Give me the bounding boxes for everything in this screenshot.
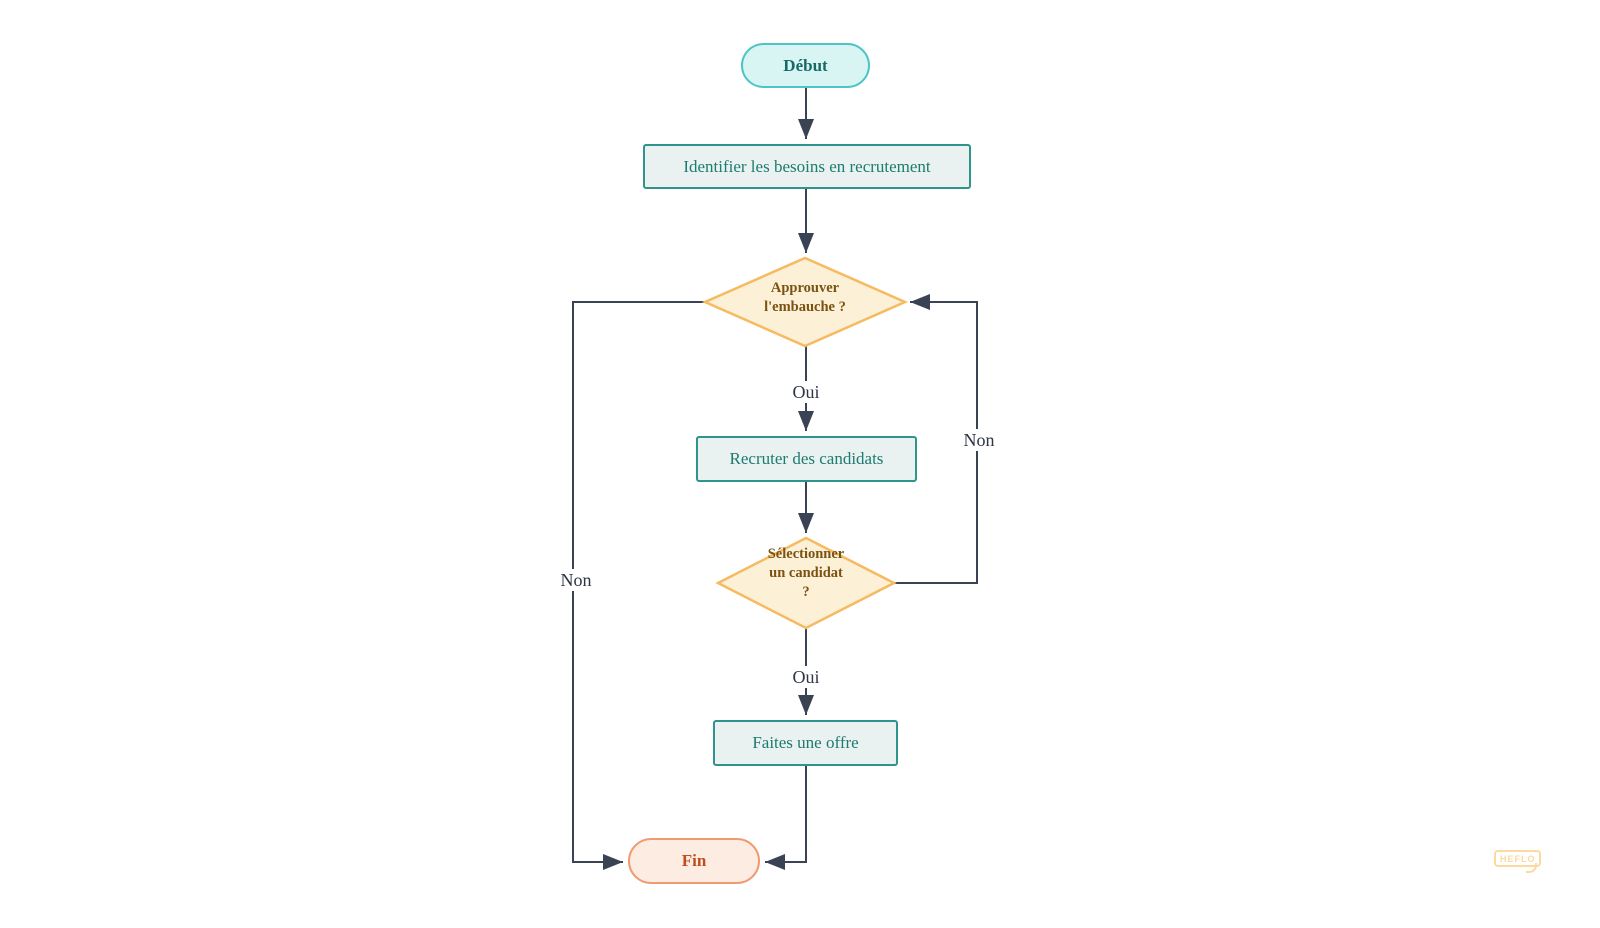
edge-label-select-no: Non [957, 429, 1001, 451]
node-end-label: Fin [681, 851, 707, 870]
heflo-watermark-logo[interactable]: HEFLO [1494, 850, 1541, 873]
node-start-label: Début [783, 55, 828, 75]
node-identify-needs-label: Identifier les besoins en recrutement [683, 156, 931, 176]
decision-select-candidate-line3: ? [802, 584, 810, 600]
decision-approve-hire-line2: l'embauche ? [764, 299, 846, 315]
node-make-offer: Faites une offre [713, 720, 898, 766]
edge-label-approve-no: Non [554, 569, 598, 591]
decision-approve-hire-label: Approuver l'embauche ? [705, 279, 905, 317]
decision-approve-hire-line1: Approuver [770, 280, 840, 296]
edge-label-select-yes: Oui [786, 666, 826, 688]
decision-select-candidate-label: Sélectionner un candidat ? [706, 545, 906, 602]
edge-offer-to-end [765, 766, 807, 870]
edge-label-approve-yes: Oui [786, 381, 826, 403]
node-end: Fin [628, 838, 760, 884]
node-start: Début [741, 43, 870, 88]
node-make-offer-label: Faites une offre [752, 733, 859, 752]
node-identify-needs: Identifier les besoins en recrutement [643, 144, 971, 189]
decision-select-candidate-line1: Sélectionner [767, 546, 845, 562]
decision-select-candidate-line2: un candidat [769, 565, 843, 581]
decision-select-candidate-shape [715, 536, 897, 630]
node-recruit: Recruter des candidats [696, 436, 917, 482]
decision-approve-hire-shape [701, 256, 909, 348]
node-recruit-label: Recruter des candidats [729, 449, 884, 468]
